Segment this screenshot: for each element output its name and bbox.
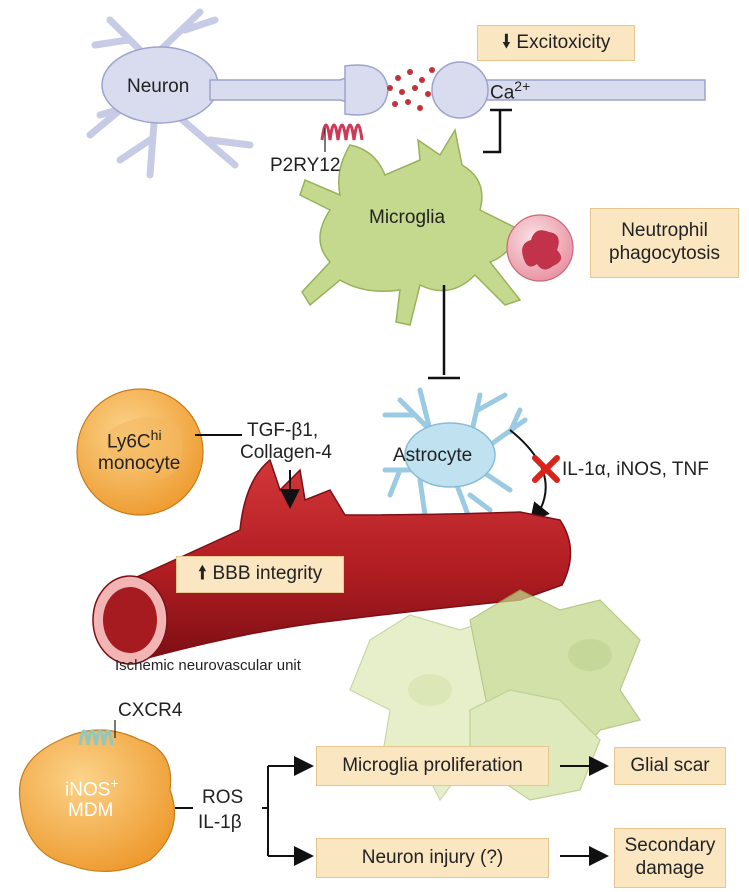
monocyte-label: monocyte	[98, 453, 181, 474]
secondary-damage-box: Secondary damage	[614, 828, 726, 888]
excitotoxicity-label: Excitoxicity	[516, 31, 611, 53]
ca-superscript: 2+	[514, 78, 531, 94]
collagen-label: Collagen-4	[240, 442, 332, 463]
ros-label: ROS	[202, 787, 244, 808]
inos-text: iNOS	[65, 779, 111, 801]
cytokines-label: IL-1α, iNOS, TNF	[562, 459, 709, 480]
neutrophil-line-1: Neutrophil	[621, 220, 708, 242]
up-arrow-icon: 🠙	[197, 563, 208, 585]
neutrophil-nucleus	[522, 230, 562, 270]
branch-line	[262, 766, 269, 856]
monocyte-nucleus	[106, 417, 183, 480]
astrocyte-cell	[382, 387, 528, 523]
tgf-label: TGF-β1,	[247, 420, 319, 441]
cxcr4-label: CXCR4	[118, 700, 183, 721]
neutrophil-line-2: phagocytosis	[609, 243, 720, 264]
ly6c-superscript: hi	[150, 427, 162, 443]
ca-inhibit-bracket	[483, 110, 502, 154]
ly6c-text: Ly6C	[107, 431, 151, 453]
neuron-injury-box: Neuron injury (?)	[316, 838, 549, 878]
microglia-cell	[299, 127, 522, 326]
neutrophil-phagocytosis-box: Neutrophil phagocytosis	[590, 208, 739, 278]
astrocyte-label: Astrocyte	[393, 445, 473, 466]
neuron-label: Neuron	[127, 76, 190, 97]
neurovascular-unit-label: Ischemic neurovascular unit	[115, 657, 301, 674]
secondary-line-1: Secondary	[624, 835, 716, 857]
bbb-integrity-box: 🠙 BBB integrity	[176, 556, 344, 593]
p2ry12-receptor	[320, 123, 364, 141]
blood-vessel-lumen-inner	[103, 587, 157, 653]
secondary-line-2: damage	[635, 858, 705, 879]
red-x-icon	[532, 455, 560, 483]
cxcr4-receptor	[78, 729, 114, 746]
inos-superscript: +	[110, 775, 119, 791]
mdm-label: MDM	[68, 800, 114, 821]
p2ry12-label: P2RY12	[270, 155, 341, 176]
il1b-label: IL-1β	[198, 812, 242, 833]
neuron-cell	[86, 8, 706, 179]
inos-label: iNOS+	[65, 775, 119, 802]
down-arrow-icon: 🠛	[501, 31, 512, 53]
neurotransmitter-vesicles	[387, 67, 435, 111]
glial-scar-box: Glial scar	[614, 747, 726, 785]
bbb-label: BBB integrity	[212, 563, 323, 585]
microglia-proliferation-box: Microglia proliferation	[316, 746, 549, 786]
excitotoxicity-box: 🠛 Excitoxicity	[477, 25, 635, 61]
blood-vessel	[129, 458, 572, 661]
ly6c-label: Ly6Chi	[107, 427, 162, 454]
inos-mdm-cell	[18, 729, 176, 872]
ca-label: Ca2+	[490, 78, 530, 105]
microglia-label: Microglia	[369, 207, 446, 228]
ca-text: Ca	[490, 82, 515, 104]
